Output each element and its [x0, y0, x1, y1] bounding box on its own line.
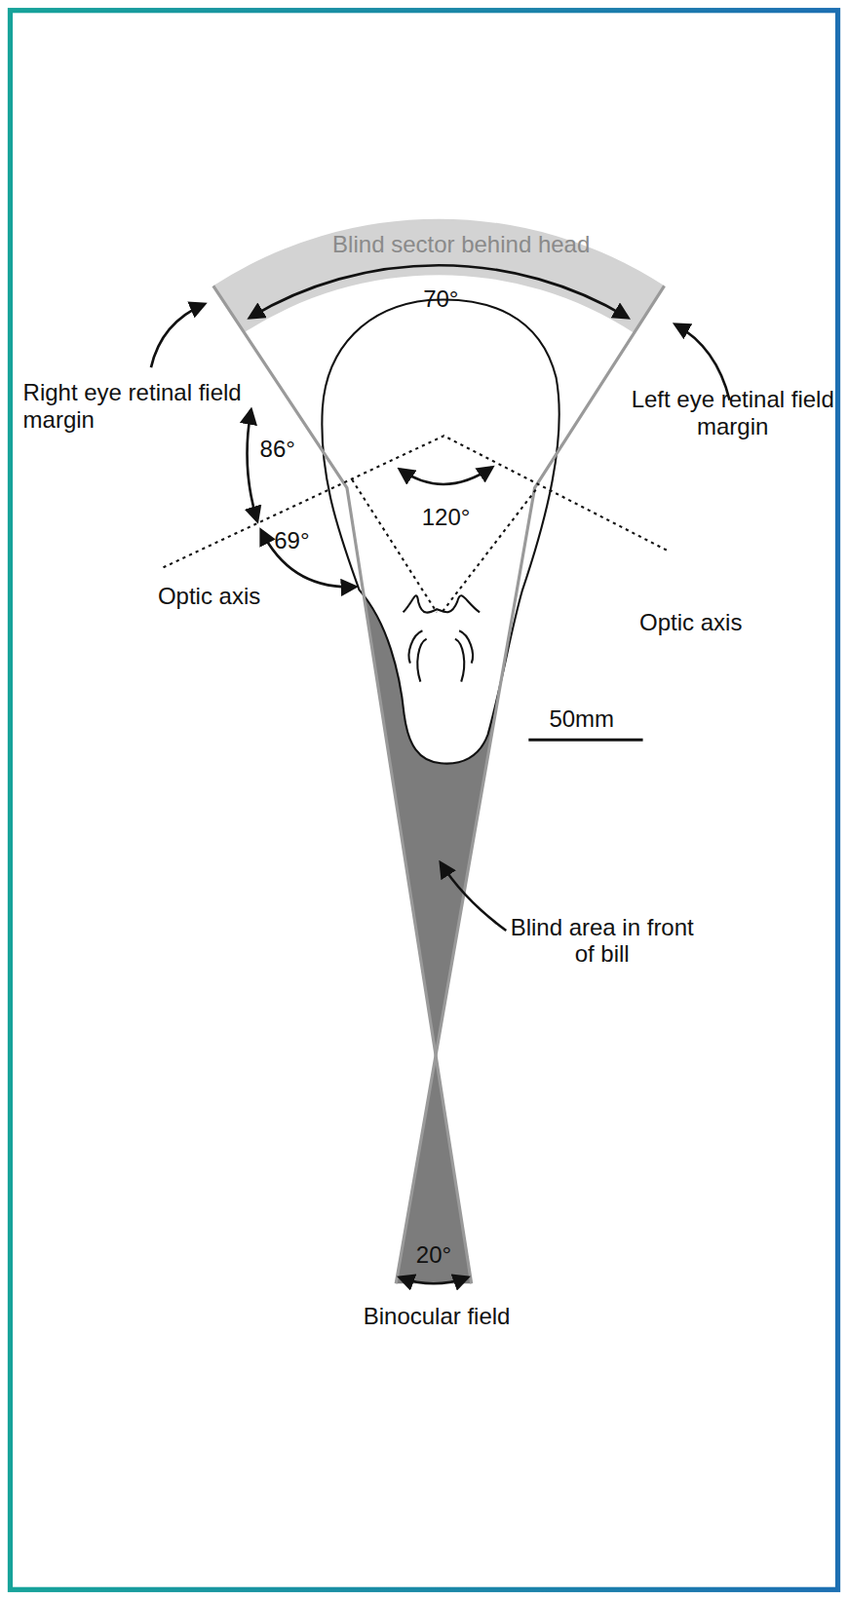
- leader-arrow: [440, 863, 506, 931]
- area-label: Blind area in front of bill: [507, 914, 697, 968]
- angle-arrow: [247, 410, 258, 521]
- angle-arrow: [399, 1277, 467, 1284]
- angle-label: 69°: [273, 527, 309, 555]
- scale-bar: [528, 738, 643, 742]
- sector-label: Blind sector behind head: [332, 231, 590, 259]
- field-label: Binocular field: [363, 1303, 511, 1331]
- margin-label: Left eye retinal field margin: [627, 385, 838, 440]
- nostril: [409, 630, 473, 682]
- head-outline: [321, 299, 559, 764]
- optic-axis-line: [163, 435, 669, 568]
- bill-base: [403, 595, 481, 613]
- scale-label: 50mm: [548, 705, 615, 733]
- leader-arrow: [151, 304, 204, 368]
- angle-label: 86°: [260, 435, 296, 463]
- retinal-margin-line: [213, 285, 472, 1284]
- angle-label: 70°: [423, 285, 459, 313]
- angle-label: 20°: [416, 1241, 452, 1270]
- axis-label: Optic axis: [157, 582, 261, 611]
- eye-to-bill-line: [351, 479, 536, 613]
- frame-border: [9, 10, 838, 1591]
- binocular-field-fill: [395, 1056, 471, 1284]
- angle-arrow: [399, 467, 492, 485]
- retinal-margin-line: [395, 285, 664, 1284]
- margin-label: Right eye retinal field margin: [23, 379, 264, 433]
- angle-label: 120°: [422, 503, 471, 532]
- angle-arrow: [249, 265, 627, 318]
- axis-label: Optic axis: [639, 609, 742, 637]
